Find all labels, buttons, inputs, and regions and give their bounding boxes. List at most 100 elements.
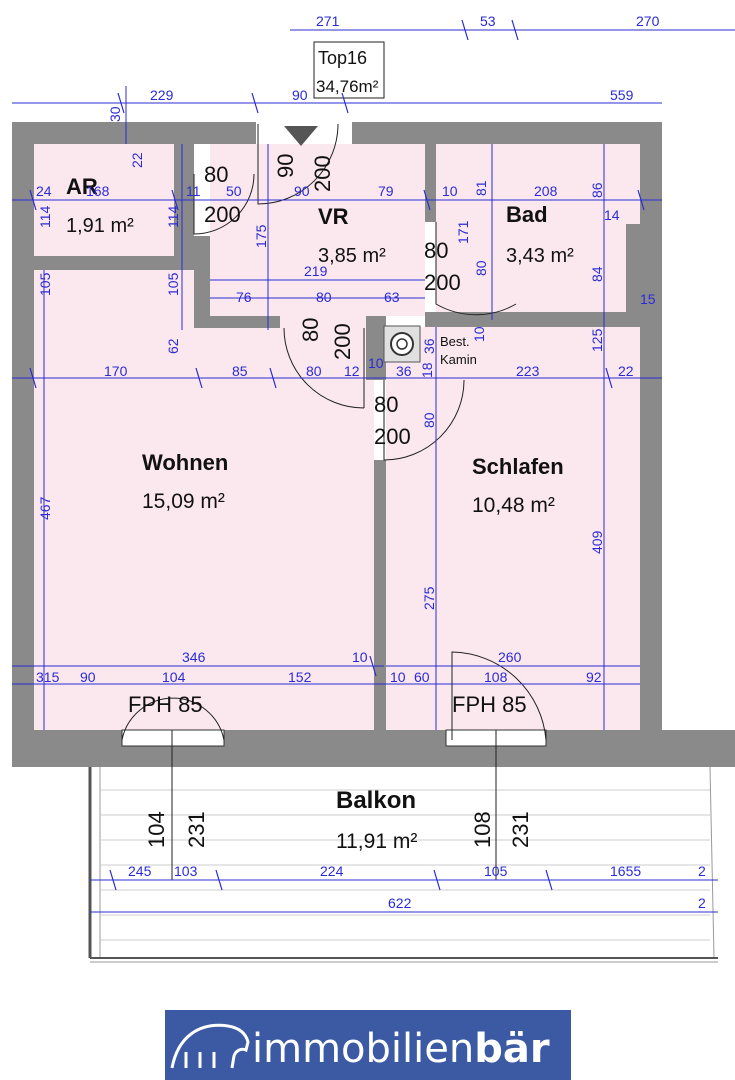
dim-label: 24 bbox=[36, 183, 52, 199]
dim-label: 170 bbox=[104, 363, 128, 379]
brand-name: immobilienbär bbox=[252, 1026, 550, 1072]
dim-label: 409 bbox=[589, 530, 605, 554]
dim-label: 63 bbox=[384, 289, 400, 305]
dim-label: 2 bbox=[698, 895, 706, 911]
dim-label: 108 bbox=[484, 669, 508, 685]
dim-label: 467 bbox=[37, 496, 53, 520]
wall-bad-right-notch bbox=[626, 224, 640, 312]
brand-name-part2: bär bbox=[474, 1026, 550, 1072]
door-ar-width: 80 bbox=[204, 162, 228, 187]
window-swing-schlafen bbox=[451, 651, 547, 741]
chimney-label-2: Kamin bbox=[440, 352, 477, 367]
unit-label-area: 34,76m² bbox=[316, 77, 379, 96]
dim-label: 105 bbox=[484, 863, 508, 879]
dim-label: 84 bbox=[589, 266, 605, 282]
wall-vr-bottom bbox=[194, 316, 280, 328]
window-wohnen-label: FPH 85 bbox=[128, 692, 203, 717]
wall-vr-left bbox=[194, 236, 210, 328]
dim-label: 219 bbox=[304, 263, 328, 279]
dim-label: 60 bbox=[414, 669, 430, 685]
dim-label: 346 bbox=[182, 649, 206, 665]
wall-wohnen-schlafen bbox=[374, 460, 386, 730]
dim-label: 229 bbox=[150, 87, 174, 103]
dim-label: 208 bbox=[534, 183, 558, 199]
door-swing-wohnen bbox=[283, 327, 365, 409]
room-vr-name: VR bbox=[318, 204, 349, 229]
door-wohnen-height: 200 bbox=[330, 323, 355, 360]
dim-label: 80 bbox=[316, 289, 332, 305]
dim-label: 10 bbox=[471, 326, 487, 342]
dim-label: 10 bbox=[442, 183, 458, 199]
dim-label: 62 bbox=[165, 338, 181, 354]
unit-label-top: Top16 bbox=[318, 48, 367, 68]
door-swing-bad bbox=[435, 222, 517, 316]
dim-label: 2 bbox=[698, 863, 706, 879]
dim-label: 15 bbox=[640, 291, 656, 307]
door-swing-schlafen bbox=[383, 379, 465, 461]
dim-label: 30 bbox=[107, 106, 123, 122]
room-schlafen bbox=[386, 327, 640, 730]
dim-label: 559 bbox=[610, 87, 634, 103]
dim-label: 92 bbox=[586, 669, 602, 685]
chimney-core-icon bbox=[396, 338, 408, 350]
dim-label: 14 bbox=[604, 207, 620, 223]
dim-label: 105 bbox=[37, 272, 53, 296]
room-bad bbox=[436, 144, 640, 312]
dim-label: 1655 bbox=[610, 863, 641, 879]
room-balkon-area: 11,91 m² bbox=[336, 830, 417, 853]
wall-vr-bad bbox=[425, 144, 436, 222]
outer-wall-right bbox=[640, 122, 662, 732]
room-wohnen-name: Wohnen bbox=[142, 450, 228, 475]
dimension-ticks bbox=[29, 19, 645, 891]
dim-label: 36 bbox=[421, 338, 437, 354]
window-schlafen-sill: 108 bbox=[470, 811, 495, 848]
door-schlafen-width: 80 bbox=[374, 392, 398, 417]
dim-label: 12 bbox=[344, 363, 360, 379]
room-schlafen-name: Schlafen bbox=[472, 454, 564, 479]
dim-label: 245 bbox=[128, 863, 152, 879]
dim-label: 224 bbox=[320, 863, 344, 879]
dim-label: 152 bbox=[288, 669, 312, 685]
wall-chimney-block bbox=[366, 316, 386, 380]
room-ar-area: 1,91 m² bbox=[66, 215, 134, 237]
door-bad-height: 200 bbox=[424, 270, 461, 295]
dim-label: 271 bbox=[316, 13, 340, 29]
outer-wall-bottom bbox=[12, 730, 735, 767]
entry-arrow-icon bbox=[284, 126, 318, 146]
dim-label: 168 bbox=[86, 183, 110, 199]
dim-label: 315 bbox=[36, 669, 60, 685]
dimension-lines bbox=[12, 29, 735, 913]
dim-label: 125 bbox=[589, 328, 605, 352]
dim-label: 22 bbox=[129, 152, 145, 168]
dim-label: 36 bbox=[396, 363, 412, 379]
dim-label: 10 bbox=[390, 669, 406, 685]
dim-label: 275 bbox=[421, 586, 437, 610]
dim-label: 104 bbox=[162, 669, 186, 685]
dim-label: 76 bbox=[236, 289, 252, 305]
door-ar-height: 200 bbox=[204, 202, 241, 227]
dim-label: 90 bbox=[292, 87, 308, 103]
dim-label: 80 bbox=[306, 363, 322, 379]
window-wohnen-height: 231 bbox=[184, 811, 209, 848]
dim-label: 81 bbox=[473, 180, 489, 196]
window-schlafen-height: 231 bbox=[508, 811, 533, 848]
dim-label: 90 bbox=[80, 669, 96, 685]
dim-label: 85 bbox=[232, 363, 248, 379]
room-ar-name: AR bbox=[66, 174, 98, 199]
dim-label: 80 bbox=[421, 412, 437, 428]
dim-label: 18 bbox=[419, 362, 435, 378]
door-wohnen-width: 80 bbox=[298, 318, 323, 342]
dim-label: 223 bbox=[516, 363, 540, 379]
unit-label-box bbox=[313, 41, 385, 99]
room-bad-name: Bad bbox=[506, 202, 548, 227]
dim-label: 53 bbox=[480, 13, 496, 29]
bear-icon bbox=[170, 1023, 250, 1069]
wall-ar-bottom bbox=[34, 256, 210, 270]
dim-label: 114 bbox=[37, 205, 53, 228]
outer-wall-top-right bbox=[352, 122, 662, 144]
dim-label: 11 bbox=[186, 183, 201, 199]
outer-wall-left bbox=[12, 122, 34, 767]
window-schlafen-label: FPH 85 bbox=[452, 692, 527, 717]
dim-label: 622 bbox=[388, 895, 412, 911]
